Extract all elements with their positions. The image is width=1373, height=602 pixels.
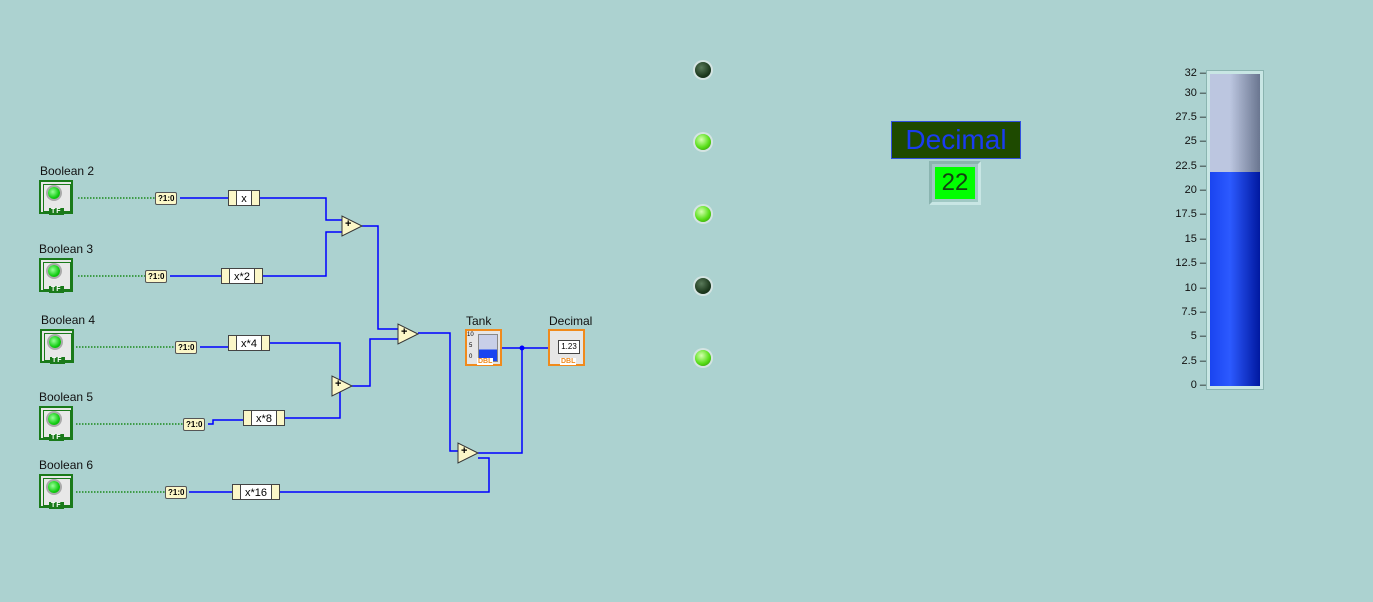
- boolean-2-terminal[interactable]: TF: [39, 180, 73, 215]
- tf-badge: TF: [50, 357, 65, 364]
- expression-node[interactable]: x*4: [228, 335, 270, 351]
- led-indicator-5: [695, 350, 711, 366]
- tank-terminal-label: Tank: [466, 314, 492, 328]
- expression-text: x: [241, 193, 247, 205]
- tank-tick-label: 30 –: [1184, 86, 1206, 99]
- tank-tick-label: 32 –: [1184, 67, 1206, 79]
- tank-tick-label: 15 –: [1184, 232, 1206, 245]
- expression-node[interactable]: x*16: [232, 484, 280, 500]
- tf-badge: TF: [49, 286, 64, 293]
- tank-tick-label: 25 –: [1184, 135, 1206, 148]
- tank-indicator: [1206, 70, 1264, 390]
- boolean-4-label: Boolean 4: [41, 313, 96, 327]
- tank-tick-label: 22.5 –: [1175, 159, 1206, 172]
- led-indicator-2: [695, 134, 711, 150]
- add-symbol: +: [401, 326, 408, 338]
- bool-to-number-node[interactable]: ?1:0: [175, 341, 198, 354]
- boolean-3-label: Boolean 3: [39, 242, 94, 256]
- boolean-2-label: Boolean 2: [40, 164, 95, 178]
- decimal-terminal-label: Decimal: [549, 314, 593, 328]
- tank-tick-label: 0 –: [1190, 379, 1206, 391]
- add-node-2: [331, 375, 354, 397]
- expression-text: x*8: [256, 413, 272, 425]
- led-indicator-1: [695, 62, 711, 78]
- tank-scale: 0 – 2.5 – 5 – 7.5 – 10 – 12.5 – 15 – 17.5 – 20 –…: [1160, 67, 1206, 391]
- tank-tick-label: 10 –: [1184, 281, 1206, 294]
- tank-fill: [1210, 171, 1260, 386]
- boolean-5-label: Boolean 5: [39, 390, 94, 404]
- led-indicator-4: [695, 278, 711, 294]
- tank-tick-label: 5 –: [1190, 330, 1206, 343]
- tank-tick-label: 20 –: [1184, 184, 1206, 196]
- add-symbol: +: [335, 378, 342, 390]
- tank-scale-mid: 5: [469, 343, 473, 349]
- tank-tick-label: 17.5 –: [1175, 208, 1206, 221]
- type-badge: DBL: [560, 358, 577, 365]
- bool-to-number-node[interactable]: ?1:0: [165, 486, 188, 499]
- add-nodes: [331, 215, 480, 464]
- decimal-value: 22: [935, 167, 975, 199]
- boolean-4-terminal[interactable]: TF: [40, 329, 74, 364]
- tf-badge: TF: [49, 502, 64, 509]
- expression-node[interactable]: x*2: [221, 268, 263, 284]
- bool-to-number-node[interactable]: ?1:0: [145, 270, 168, 283]
- bool-to-number-node[interactable]: ?1:0: [183, 418, 206, 431]
- decimal-label: Decimal: [891, 121, 1021, 159]
- tank-tick-label: 27.5 –: [1175, 110, 1206, 123]
- boolean-5-terminal[interactable]: TF: [39, 406, 73, 441]
- decimal-terminal[interactable]: 1.23 DBL: [548, 329, 585, 366]
- tank-tick-label: 2.5 –: [1181, 354, 1206, 367]
- expression-text: x*2: [234, 271, 250, 283]
- tf-badge: TF: [49, 434, 64, 441]
- boolean-6-label: Boolean 6: [39, 458, 94, 472]
- boolean-6-terminal[interactable]: TF: [39, 474, 73, 509]
- add-symbol: +: [461, 445, 468, 457]
- tank-scale-top: 10: [467, 332, 474, 338]
- expression-node[interactable]: x: [228, 190, 260, 206]
- tank-tick-label: 7.5 –: [1181, 305, 1206, 318]
- led-indicator-3: [695, 206, 711, 222]
- tank-scale-bottom: 0: [469, 354, 473, 360]
- add-symbol: +: [345, 218, 352, 230]
- add-node-1: [341, 215, 364, 237]
- tank-terminal[interactable]: 10 5 0 DBL: [465, 329, 502, 366]
- type-badge: DBL: [477, 358, 494, 365]
- boolean-3-terminal[interactable]: TF: [39, 258, 73, 293]
- add-node-4: [457, 442, 480, 464]
- add-node-3: [397, 323, 420, 345]
- bool-to-number-node[interactable]: ?1:0: [155, 192, 178, 205]
- numeric-display: 1.23: [558, 340, 580, 354]
- expression-text: x*4: [241, 338, 257, 350]
- expression-node[interactable]: x*8: [243, 410, 285, 426]
- expression-text: x*16: [244, 487, 268, 499]
- tf-badge: TF: [49, 208, 64, 215]
- tank-tick-label: 12.5 –: [1175, 257, 1206, 270]
